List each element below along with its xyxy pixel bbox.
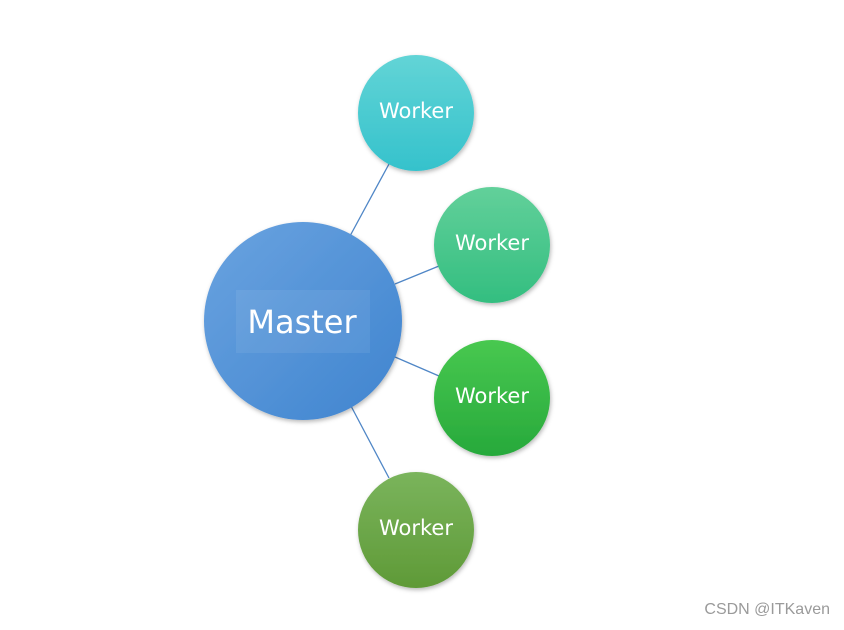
worker-label-1: Worker xyxy=(379,99,453,123)
connector-master-worker-1 xyxy=(349,163,390,237)
master-label: Master xyxy=(247,303,357,341)
connector-master-worker-4 xyxy=(350,405,390,479)
worker-circle-4 xyxy=(358,472,474,588)
worker-node-2: Worker xyxy=(434,187,550,303)
master-label-box xyxy=(236,290,370,353)
worker-circle-3 xyxy=(434,340,550,456)
watermark-text: CSDN @ITKaven xyxy=(704,601,830,618)
worker-node-3: Worker xyxy=(434,340,550,456)
connector-master-worker-3 xyxy=(394,356,440,377)
worker-circle-1 xyxy=(358,55,474,171)
worker-circle-2 xyxy=(434,187,550,303)
master-node: Master xyxy=(204,222,402,420)
worker-label-2: Worker xyxy=(455,231,529,255)
worker-label-4: Worker xyxy=(379,516,453,540)
master-circle xyxy=(204,222,402,420)
worker-node-1: Worker xyxy=(358,55,474,171)
connector-group xyxy=(349,163,440,479)
worker-node-4: Worker xyxy=(358,472,474,588)
connector-master-worker-2 xyxy=(394,265,440,285)
worker-label-3: Worker xyxy=(455,384,529,408)
